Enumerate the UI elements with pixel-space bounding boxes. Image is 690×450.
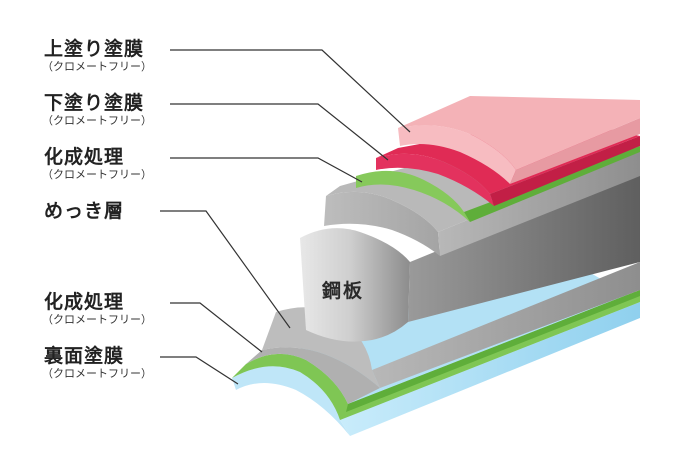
label-back-coat-note: （クロメートフリー） [42,367,152,380]
label-top-coat-note: （クロメートフリー） [42,60,152,73]
steel-core-label: 鋼板 [322,280,365,302]
leader-line-top-coat [170,49,411,133]
leader-line-chemical-lower [170,302,263,353]
label-plating: めっき層 [44,200,124,222]
steel-core [300,168,640,342]
label-chemical-upper-title: 化成処理 [44,146,125,168]
label-chemical-lower-title: 化成処理 [44,291,125,313]
label-top-coat: 上塗り塗膜 （クロメートフリー） [42,38,152,74]
label-back-coat-title: 裏面塗膜 [44,345,125,367]
leader-lines [160,49,411,385]
label-chemical-upper-note: （クロメートフリー） [42,168,152,181]
lower-chemical-treatment-layer [232,290,640,420]
label-primer: 下塗り塗膜 （クロメートフリー） [42,92,152,128]
upper-chemical-treatment-layer [356,146,640,222]
leader-line-primer [170,103,389,161]
label-primer-note: （クロメートフリー） [42,114,152,127]
label-plating-title: めっき層 [44,200,125,222]
label-back-coat: 裏面塗膜 （クロメートフリー） [42,345,152,381]
label-top-coat-title: 上塗り塗膜 [44,38,145,60]
label-primer-title: 下塗り塗膜 [44,92,145,114]
label-chemical-lower: 化成処理 （クロメートフリー） [42,291,152,327]
label-chemical-lower-note: （クロメートフリー） [42,313,152,326]
leader-line-chemical-upper [170,157,363,183]
leader-line-plating [160,210,291,329]
top-coat-layer [398,96,640,184]
label-chemical-upper: 化成処理 （クロメートフリー） [42,146,152,182]
leader-line-back-coat [160,356,239,385]
